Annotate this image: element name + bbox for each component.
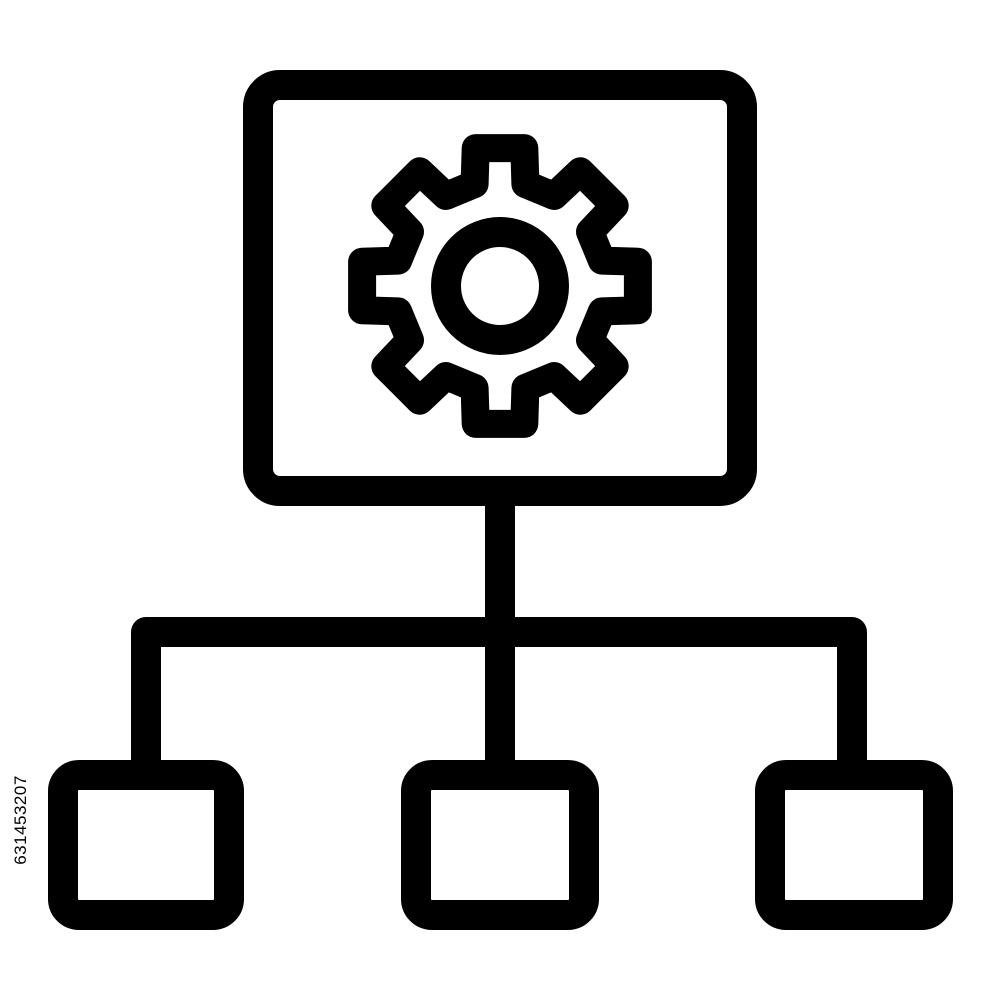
gear-outline (348, 134, 652, 438)
gear-hub (431, 217, 569, 355)
hierarchy-connectors (131, 476, 867, 790)
branch-bar (131, 617, 867, 790)
stock-id-text: 631453207 (11, 775, 30, 865)
child-node-center (401, 760, 599, 930)
child-node-right (755, 760, 953, 930)
child-node-left (48, 760, 244, 930)
child-nodes (48, 760, 953, 930)
stock-id-watermark: 631453207 (6, 765, 36, 875)
gear-icon (348, 134, 652, 438)
